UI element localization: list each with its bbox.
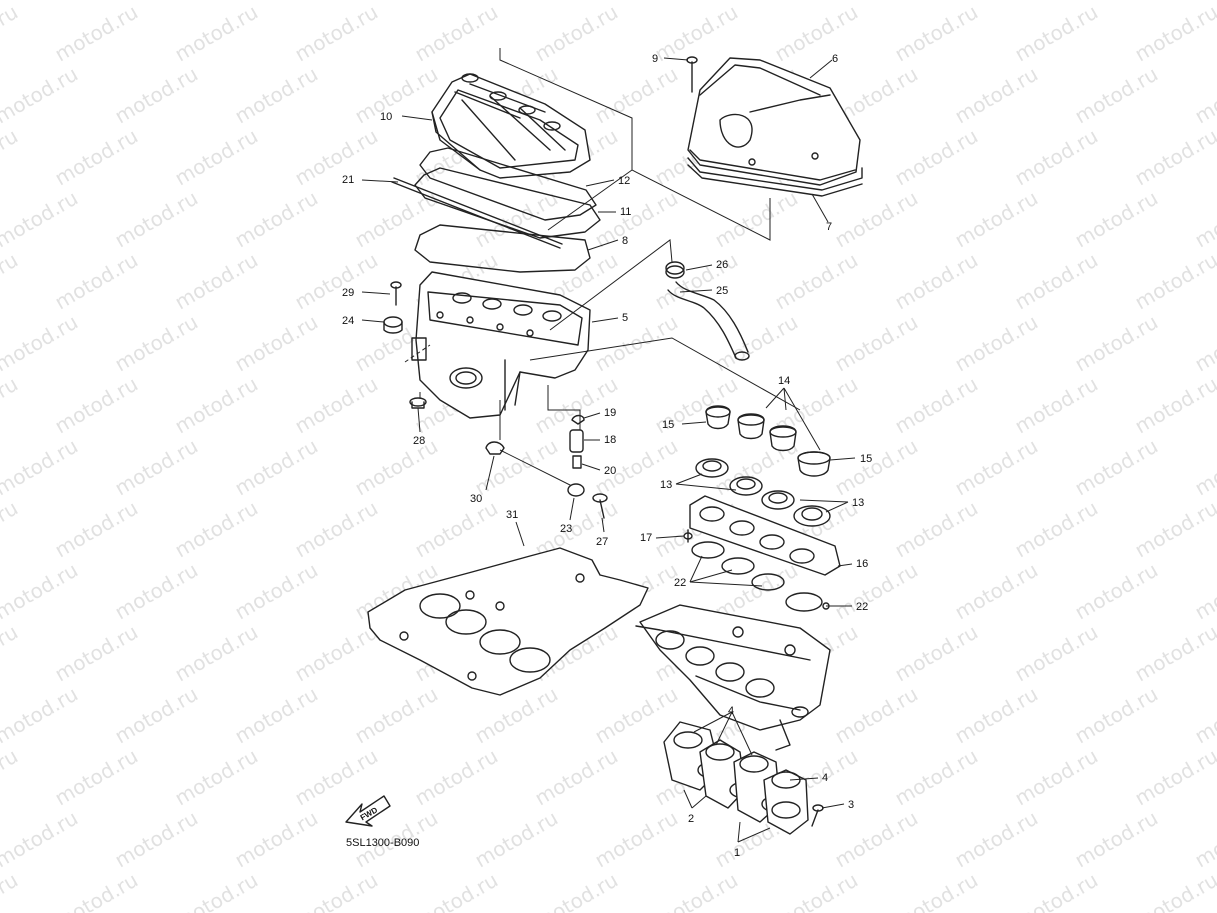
callout-3: 3 xyxy=(848,799,854,811)
callout-18: 18 xyxy=(604,434,616,446)
screw-17 xyxy=(683,529,693,543)
callout-13-left: 13 xyxy=(660,479,672,491)
hose-clamp xyxy=(665,261,685,279)
gasket-8 xyxy=(414,224,591,273)
callout-15-right: 15 xyxy=(860,453,872,465)
callout-16: 16 xyxy=(856,558,868,570)
screw-20 xyxy=(572,455,582,469)
callout-15-left: 15 xyxy=(662,419,674,431)
callout-labels: 9 6 10 21 12 11 8 7 26 25 29 24 5 28 30 … xyxy=(342,53,872,859)
callout-22-right: 22 xyxy=(856,601,868,613)
callout-1: 1 xyxy=(734,847,740,859)
callout-12: 12 xyxy=(618,175,630,187)
diagram-code: 5SL1300-B090 xyxy=(346,837,419,849)
callout-31: 31 xyxy=(506,509,518,521)
damper-23 xyxy=(567,483,585,497)
leader-lines xyxy=(361,57,856,843)
hose-clamps xyxy=(691,541,830,612)
intake-joints xyxy=(695,458,831,527)
callout-19: 19 xyxy=(604,407,616,419)
callout-21: 21 xyxy=(342,174,354,186)
callout-6: 6 xyxy=(832,53,838,65)
callout-25: 25 xyxy=(716,285,728,297)
callout-29: 29 xyxy=(342,287,354,299)
gasket-11 xyxy=(414,167,601,239)
bolt-29 xyxy=(390,281,402,306)
callout-9: 9 xyxy=(652,53,658,65)
cover-seal xyxy=(687,157,863,197)
callout-13-right: 13 xyxy=(852,497,864,509)
callout-28: 28 xyxy=(413,435,425,447)
forward-arrow xyxy=(345,795,391,827)
callout-10: 10 xyxy=(380,111,392,123)
breather-hose xyxy=(667,281,750,361)
screw-3 xyxy=(811,804,824,827)
callout-14: 14 xyxy=(778,375,790,387)
callout-30: 30 xyxy=(470,493,482,505)
callout-2: 2 xyxy=(688,813,694,825)
bolt-9 xyxy=(686,56,698,93)
upper-cover xyxy=(687,57,861,186)
plug-28 xyxy=(409,397,427,409)
grommet-24 xyxy=(383,316,403,334)
intake-funnels xyxy=(705,405,831,477)
plate-31 xyxy=(367,547,649,696)
clip-30 xyxy=(485,441,505,455)
callout-7: 7 xyxy=(826,221,832,233)
gasket-12 xyxy=(419,147,597,221)
sleeve-18 xyxy=(569,429,584,453)
callout-22-left: 22 xyxy=(674,577,686,589)
callout-11: 11 xyxy=(620,206,631,218)
callout-23: 23 xyxy=(560,523,572,535)
callout-24: 24 xyxy=(342,315,354,327)
guide-lines xyxy=(404,48,801,491)
watermark-text: motod.ru xyxy=(1191,0,1217,4)
callout-4-right: 4 xyxy=(822,772,828,784)
rod-21 xyxy=(391,177,563,249)
callout-8: 8 xyxy=(622,235,628,247)
intake-manifolds xyxy=(663,721,809,835)
callout-26: 26 xyxy=(716,259,728,271)
bolt-27 xyxy=(592,493,608,519)
callout-4-top: 4 xyxy=(728,705,734,717)
joint-holder xyxy=(689,495,841,576)
callout-20: 20 xyxy=(604,465,616,477)
clip-19 xyxy=(571,414,585,425)
callout-17: 17 xyxy=(640,532,652,544)
air-filter-case xyxy=(411,271,591,419)
callout-5: 5 xyxy=(622,312,628,324)
air-filter-top-cover xyxy=(431,73,591,179)
callout-27: 27 xyxy=(596,536,608,548)
throttle-body-assembly xyxy=(635,604,831,751)
